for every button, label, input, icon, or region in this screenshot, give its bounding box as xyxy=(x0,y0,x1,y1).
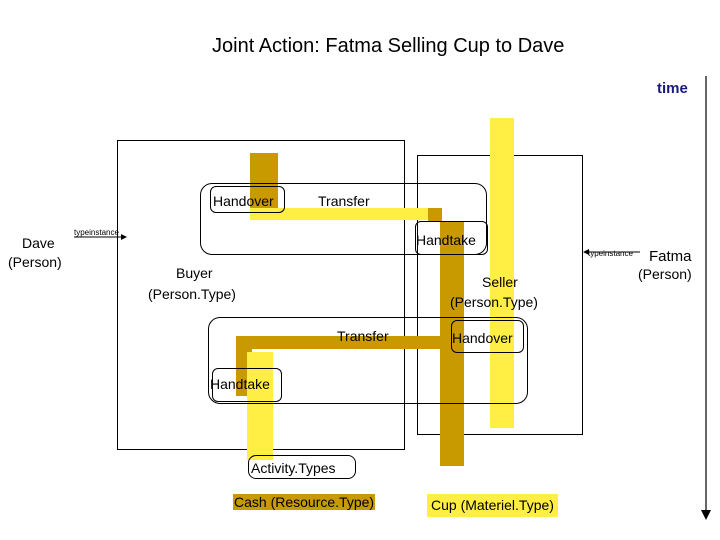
activity-types-box xyxy=(248,455,356,479)
cup-bar-upper xyxy=(428,208,442,222)
transfer-top-bar xyxy=(250,208,435,220)
dave-typeinstance-label: typeinstance xyxy=(74,228,119,237)
fatma-typeinstance-arrowhead xyxy=(583,249,589,255)
handover-bottom-label: Handover xyxy=(452,330,513,346)
buyer-type-label: (Person.Type) xyxy=(148,286,236,302)
fatma-typeinstance-label: typeinstance xyxy=(588,249,633,258)
handover-bottom-box xyxy=(451,320,524,353)
dave-name-label: Dave xyxy=(22,235,55,251)
dave-typeinstance-arrowhead xyxy=(121,234,127,240)
fatma-type-label: (Person) xyxy=(638,266,692,282)
handtake-bottom-label: Handtake xyxy=(210,376,270,392)
diagram-title: Joint Action: Fatma Selling Cup to Dave xyxy=(212,35,565,57)
time-axis-arrowhead xyxy=(701,510,711,520)
buyer-name-label: Buyer xyxy=(176,265,213,281)
fatma-name-label: Fatma xyxy=(649,248,692,265)
handover-top-box xyxy=(210,186,285,213)
transfer-bottom-label: Transfer xyxy=(337,328,389,344)
handtake-top-label: Handtake xyxy=(416,232,476,248)
cash-type-label: Cash (Resource.Type) xyxy=(233,494,376,510)
cup-type-label: Cup (Materiel.Type) xyxy=(427,494,558,517)
handover-top-label: Handover xyxy=(213,193,274,209)
handtake-bottom-yellow-bar xyxy=(247,352,273,460)
seller-name-label: Seller xyxy=(482,274,518,290)
transfer-bottom-outline xyxy=(208,317,528,404)
handover-top-bar xyxy=(250,153,278,211)
handtake-bottom-box xyxy=(212,368,282,402)
activity-types-label: Activity.Types xyxy=(251,460,336,476)
transfer-bottom-bar xyxy=(250,336,450,349)
handover-bottom-bar xyxy=(442,322,464,352)
transfer-top-label: Transfer xyxy=(318,193,370,209)
cash-bar-seller xyxy=(490,118,514,428)
dave-type-label: (Person) xyxy=(8,254,62,270)
handtake-top-box xyxy=(415,221,488,255)
transfer-top-outline xyxy=(200,183,487,255)
seller-type-label: (Person.Type) xyxy=(450,294,538,310)
time-label: time xyxy=(657,80,688,97)
